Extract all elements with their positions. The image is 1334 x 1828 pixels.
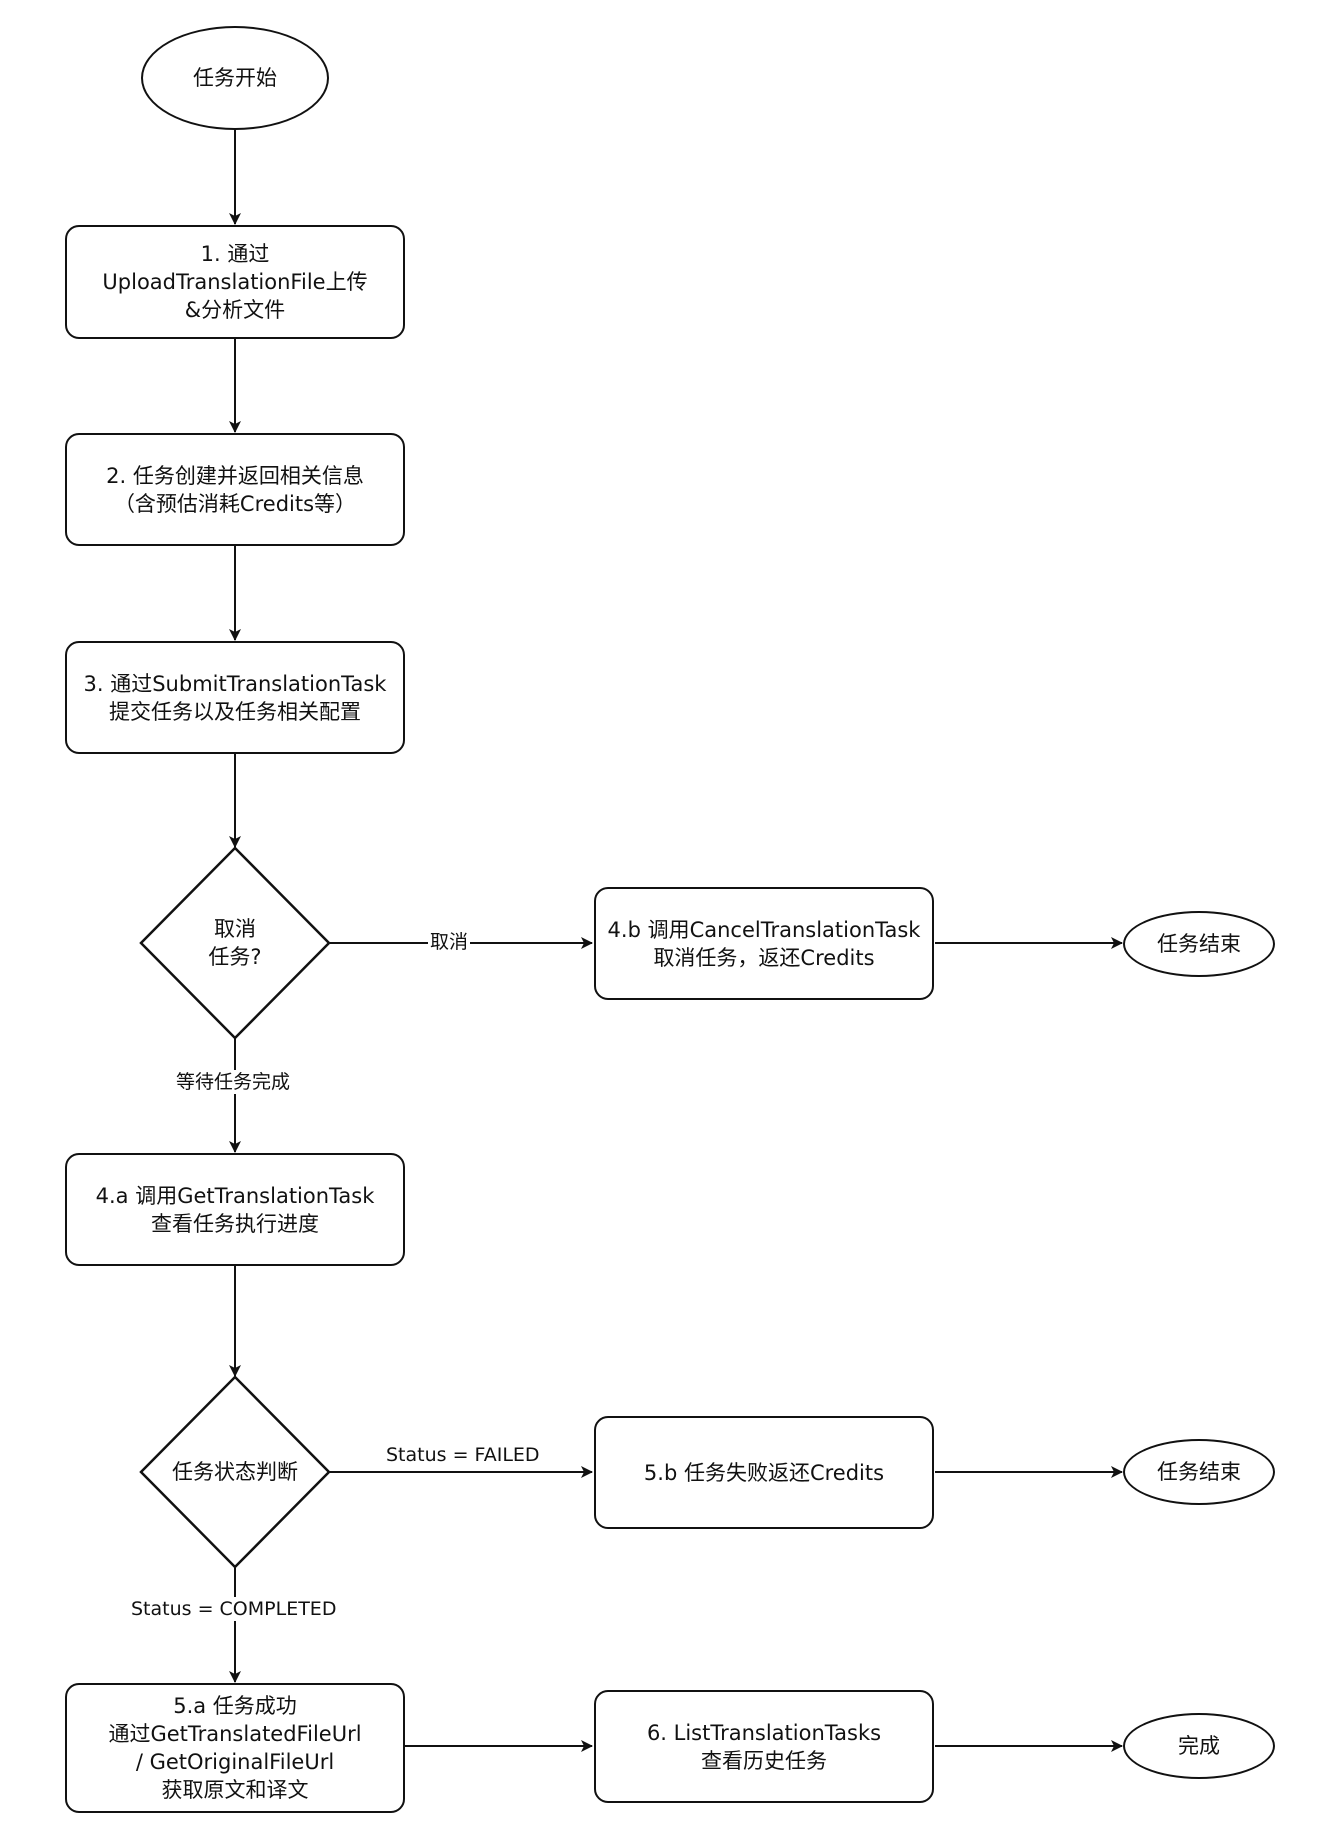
step4a-box: 4.a 调用GetTranslationTask 查看任务执行进度 <box>65 1153 405 1266</box>
edge-label-wait: 等待任务完成 <box>174 1070 293 1094</box>
decision-cancel-label: 取消 任务? <box>208 917 262 969</box>
decision-cancel-shape <box>139 846 331 1040</box>
end2-node: 任务结束 <box>1123 1439 1275 1505</box>
step4b-label: 4.b 调用CancelTranslationTask 取消任务，返还Credi… <box>607 917 921 970</box>
step2-label: 2. 任务创建并返回相关信息 （含预估消耗Credits等） <box>106 463 364 516</box>
step3-label: 3. 通过SubmitTranslationTask 提交任务以及任务相关配置 <box>83 671 387 724</box>
end1-label: 任务结束 <box>1157 932 1241 956</box>
end2-label: 任务结束 <box>1157 1460 1241 1484</box>
start-label: 任务开始 <box>193 66 277 90</box>
start-node: 任务开始 <box>141 26 329 130</box>
step5b-box: 5.b 任务失败返还Credits <box>594 1416 934 1529</box>
step1-box: 1. 通过 UploadTranslationFile上传 &分析文件 <box>65 225 405 339</box>
done-node: 完成 <box>1123 1713 1275 1779</box>
step5a-label: 5.a 任务成功 通过GetTranslatedFileUrl / GetOri… <box>108 1694 362 1802</box>
step6-label: 6. ListTranslationTasks 查看历史任务 <box>646 1720 882 1773</box>
edge-label-failed: Status = FAILED <box>384 1443 542 1467</box>
step1-label: 1. 通过 UploadTranslationFile上传 &分析文件 <box>102 242 368 322</box>
step4b-box: 4.b 调用CancelTranslationTask 取消任务，返还Credi… <box>594 887 934 1000</box>
step3-box: 3. 通过SubmitTranslationTask 提交任务以及任务相关配置 <box>65 641 405 754</box>
step5b-label: 5.b 任务失败返还Credits <box>643 1460 885 1485</box>
step4a-label: 4.a 调用GetTranslationTask 查看任务执行进度 <box>95 1183 375 1236</box>
decision-status-shape <box>139 1375 331 1569</box>
decision-status-label: 任务状态判断 <box>172 1460 298 1484</box>
step2-box: 2. 任务创建并返回相关信息 （含预估消耗Credits等） <box>65 433 405 546</box>
edge-label-cancel: 取消 <box>428 930 471 954</box>
end1-node: 任务结束 <box>1123 911 1275 977</box>
step5a-box: 5.a 任务成功 通过GetTranslatedFileUrl / GetOri… <box>65 1683 405 1813</box>
edge-label-completed: Status = COMPLETED <box>129 1597 339 1621</box>
done-label: 完成 <box>1178 1734 1220 1758</box>
step6-box: 6. ListTranslationTasks 查看历史任务 <box>594 1690 934 1803</box>
